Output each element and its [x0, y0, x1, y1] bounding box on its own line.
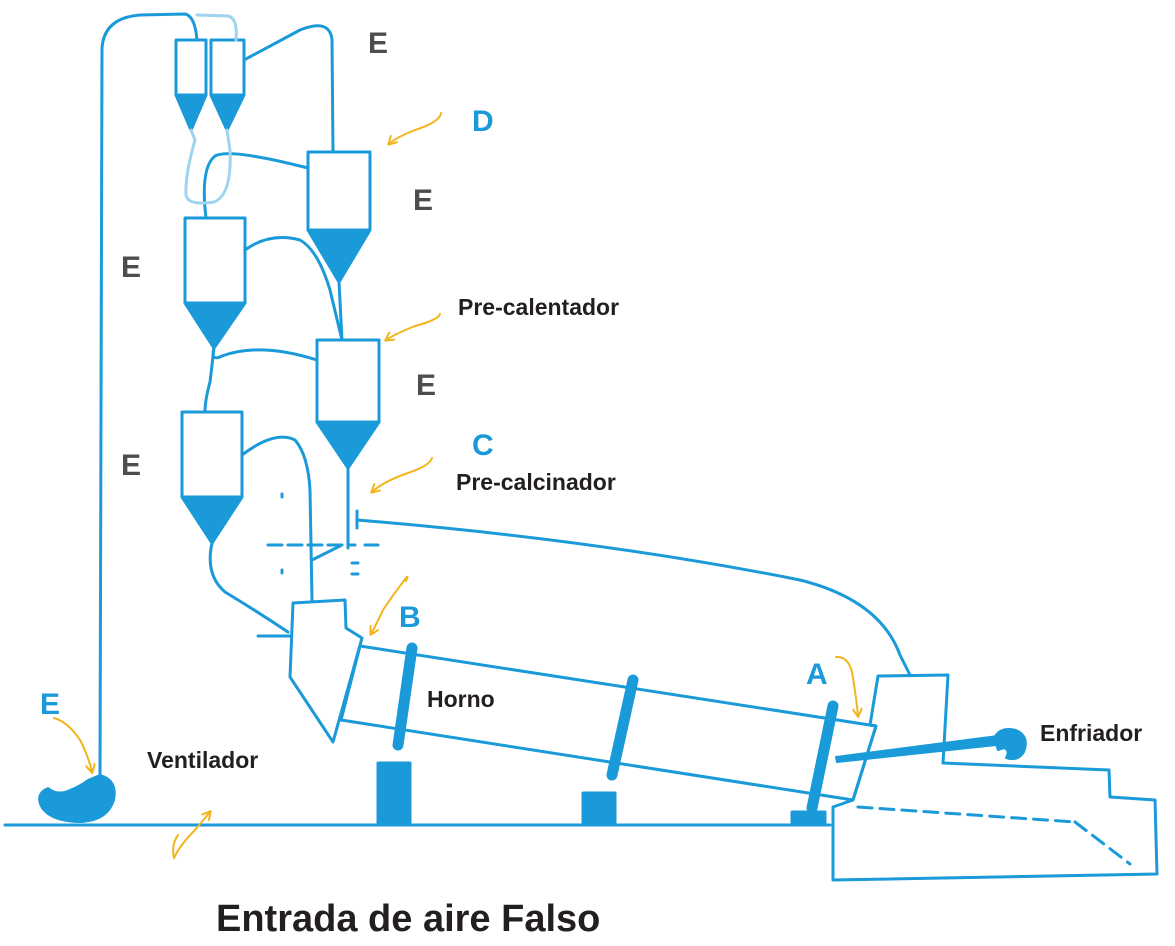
- duct-label-e-left-upper: E: [121, 251, 141, 284]
- label-horno: Horno: [427, 686, 495, 712]
- label-enfriador: Enfriador: [1040, 720, 1142, 746]
- cooler-grate: [856, 805, 1077, 824]
- top-cyclone-left-cone: [174, 93, 208, 132]
- cyclone-3-left-cone: [180, 495, 244, 545]
- curved-arrow-icon-precalentador: [386, 313, 441, 340]
- top-cyclone-right: [209, 38, 246, 97]
- cyclone-2-left-cone: [183, 301, 247, 350]
- duct-c2l-to-c2r-top: [202, 152, 310, 220]
- kiln-tire-2: [606, 674, 639, 781]
- point-label-b: B: [399, 601, 421, 634]
- point-label-c: C: [472, 429, 494, 462]
- cyclone-3-right: [315, 338, 381, 424]
- cooler-grate-slope: [1073, 820, 1132, 866]
- top-cyclone-right-cone: [209, 93, 246, 132]
- cyclone-2-right: [306, 150, 372, 232]
- point-label-d: D: [472, 105, 494, 138]
- curved-arrow-icon-c: [372, 457, 433, 492]
- label-precalcinador: Pre-calcinador: [456, 469, 616, 495]
- curved-arrow-icon-e: [53, 717, 92, 772]
- curved-arrow-icon-b: [371, 575, 409, 634]
- duct-c2l-cone-to-c3r: [211, 346, 319, 362]
- duct-light-top: [195, 13, 238, 42]
- kiln-tire-3: [806, 700, 839, 814]
- link-c2r-c3: [337, 280, 344, 342]
- duct-label-e-right-lower: E: [416, 369, 436, 402]
- duct-c2l-cone-down: [203, 346, 216, 414]
- duct-top-to-c2: [242, 24, 335, 154]
- fan-icon: [38, 774, 116, 823]
- point-label-e-fan: E: [40, 688, 60, 721]
- duct-label-e-left-lower: E: [121, 449, 141, 482]
- label-precalentador: Pre-calentador: [458, 294, 619, 320]
- kiln-inlet-chamber: [288, 598, 364, 744]
- duct-light-mid: [184, 128, 232, 205]
- duct-c3l-to-inlet: [208, 541, 290, 634]
- curved-arrow-icon-d: [389, 112, 442, 144]
- precalciner-diag: [310, 544, 342, 562]
- cyclone-2-left: [183, 216, 247, 305]
- duct-c3l-to-riser: [240, 435, 314, 602]
- kiln-support-1: [376, 761, 412, 827]
- exhaust-duct: [98, 12, 199, 782]
- kiln-tire-1: [392, 642, 418, 751]
- label-ventilador: Ventilador: [147, 747, 258, 773]
- curved-arrow-icon-a: [835, 655, 858, 716]
- legend-text: Entrada de aire Falso: [216, 898, 600, 940]
- cyclone-2-right-cone: [306, 228, 372, 284]
- tertiary-air-duct: [355, 518, 912, 677]
- cyclone-3-right-cone: [315, 420, 381, 470]
- point-label-a: A: [806, 658, 828, 691]
- kiln-support-3: [790, 810, 827, 827]
- cooler-fan-icon: [993, 728, 1027, 761]
- top-cyclone-left: [174, 38, 208, 97]
- duct-label-e-top: E: [368, 27, 388, 60]
- cyclone-3-left: [180, 410, 244, 499]
- cooler-hood: [831, 673, 1159, 882]
- duct-c2l-to-c3: [243, 236, 344, 342]
- duct-label-e-right-upper: E: [413, 184, 433, 217]
- curved-arrow-icon-legend: [172, 812, 210, 859]
- cooler-fan-pipe: [835, 735, 999, 763]
- kiln-support-2: [581, 791, 617, 827]
